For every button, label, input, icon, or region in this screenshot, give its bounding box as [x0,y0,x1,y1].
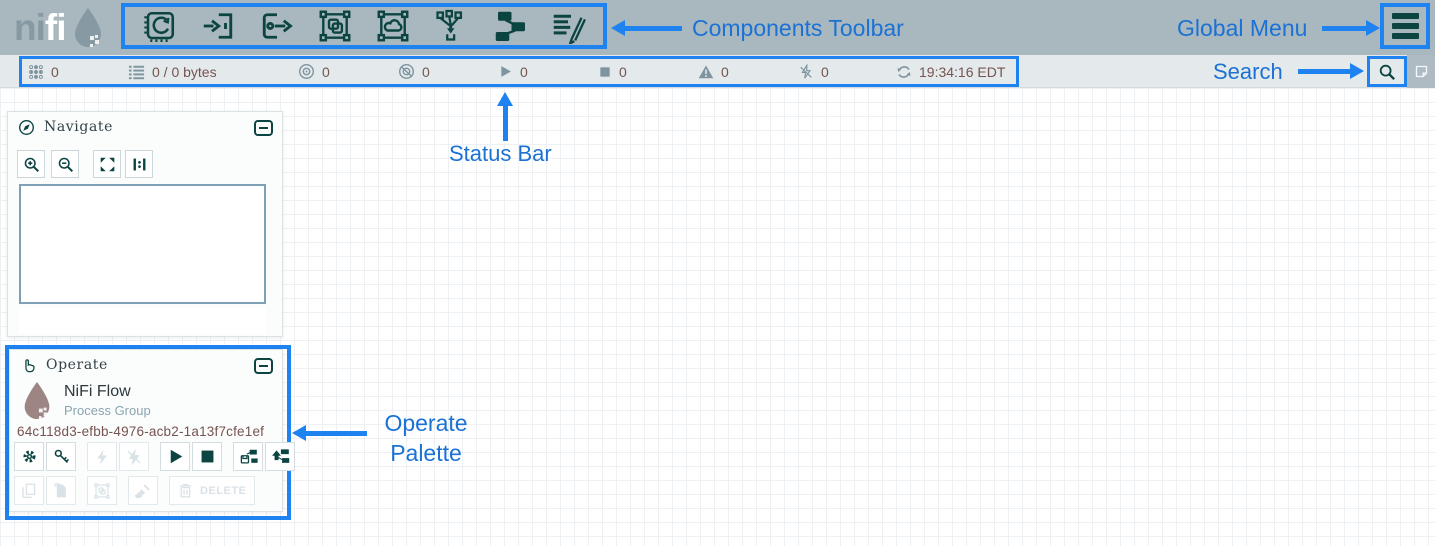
paste-button[interactable] [46,476,76,505]
stopped-status: 0 [598,55,627,88]
birdseye-minimap[interactable] [19,184,266,304]
search-label: Search [1213,59,1283,84]
input-port-icon[interactable] [199,7,237,45]
status-bar-annotation-box [19,56,1019,87]
invalid-status: 0 [698,55,729,88]
flow-type: Process Group [64,403,151,418]
running-status: 0 [498,55,528,88]
operate-buttons-row1 [14,442,297,471]
operate-buttons-row2: DELETE [14,476,257,505]
invalid-icon [698,64,714,80]
operate-title: Operate [46,357,108,373]
refresh-status: 19:34:16 EDT [896,55,1005,88]
queued-icon [128,64,145,80]
status-bar [0,55,1435,88]
flow-name: NiFi Flow [64,383,131,400]
global-menu-button[interactable] [1380,3,1430,49]
search-icon [1378,63,1396,81]
zoom-out-button[interactable] [51,150,79,178]
access-policies-button[interactable] [46,442,76,471]
navigate-palette: Navigate [7,111,283,337]
zoom-fit-button[interactable] [93,150,121,178]
header-bar: nifi [0,0,1435,55]
queued-status: 0 / 0 bytes [128,55,217,88]
delete-button[interactable]: DELETE [169,476,255,505]
process-group-drop-icon [18,380,56,422]
operate-annotation-box [5,345,291,520]
navigate-collapse-button[interactable] [254,120,273,136]
remote-process-group-icon[interactable] [374,7,412,45]
navigate-buttons [17,150,153,178]
enable-button[interactable] [87,442,117,471]
not-transmitting-icon [398,63,415,80]
operate-palette-label-line2: Palette [390,440,462,466]
navigate-header: Navigate [8,112,282,142]
configuration-button[interactable] [14,442,44,471]
flow-id: 64c118d3-efbb-4976-acb2-1a13f7cfe1ef [17,424,265,439]
active-threads-icon [28,64,44,80]
nifi-drop-icon [68,6,108,50]
group-button[interactable] [87,476,117,505]
navigate-title: Navigate [44,119,114,135]
not-transmitting-status: 0 [398,55,430,88]
search-button[interactable] [1367,56,1407,87]
output-port-icon[interactable] [258,7,296,45]
hamburger-icon [1391,13,1419,39]
disabled-icon [798,63,814,80]
hand-pointer-icon [20,357,37,374]
operate-collapse-button[interactable] [254,358,273,374]
status-bar-label: Status Bar [449,141,552,166]
stopped-icon [598,65,612,79]
operate-header: Operate [10,350,282,380]
birdseye-footer [19,308,266,334]
components-toolbar-label: Components Toolbar [692,15,904,41]
refresh-icon[interactable] [896,64,912,80]
compass-icon [18,119,35,136]
disable-button[interactable] [119,442,149,471]
zoom-in-button[interactable] [17,150,45,178]
template-icon[interactable] [491,7,529,45]
zoom-actual-button[interactable] [125,150,153,178]
nifi-logo: nifi [14,5,108,50]
processor-icon[interactable] [141,7,179,45]
running-icon [498,64,513,79]
upload-template-button[interactable] [265,442,295,471]
transmitting-status: 0 [298,55,330,88]
nifi-logo-text: nifi [14,7,66,48]
bulletin-icon [1414,64,1429,79]
copy-button[interactable] [14,476,44,505]
stop-button[interactable] [192,442,222,471]
create-template-button[interactable] [233,442,263,471]
global-menu-label: Global Menu [1177,15,1308,41]
disabled-status: 0 [798,55,829,88]
operate-palette-label-line1: Operate [384,410,468,436]
label-icon[interactable] [549,7,587,45]
process-group-icon[interactable] [316,7,354,45]
components-toolbar [121,3,607,49]
fill-color-button[interactable] [128,476,158,505]
bulletin-board-button[interactable] [1407,55,1435,88]
transmitting-icon [298,63,315,80]
start-button[interactable] [160,442,190,471]
funnel-icon[interactable] [432,7,470,45]
active-threads-status: 0 [28,55,59,88]
operate-palette: Operate NiFi Flow Process Group 64c118d3… [9,349,295,512]
delete-button-label: DELETE [200,484,247,497]
